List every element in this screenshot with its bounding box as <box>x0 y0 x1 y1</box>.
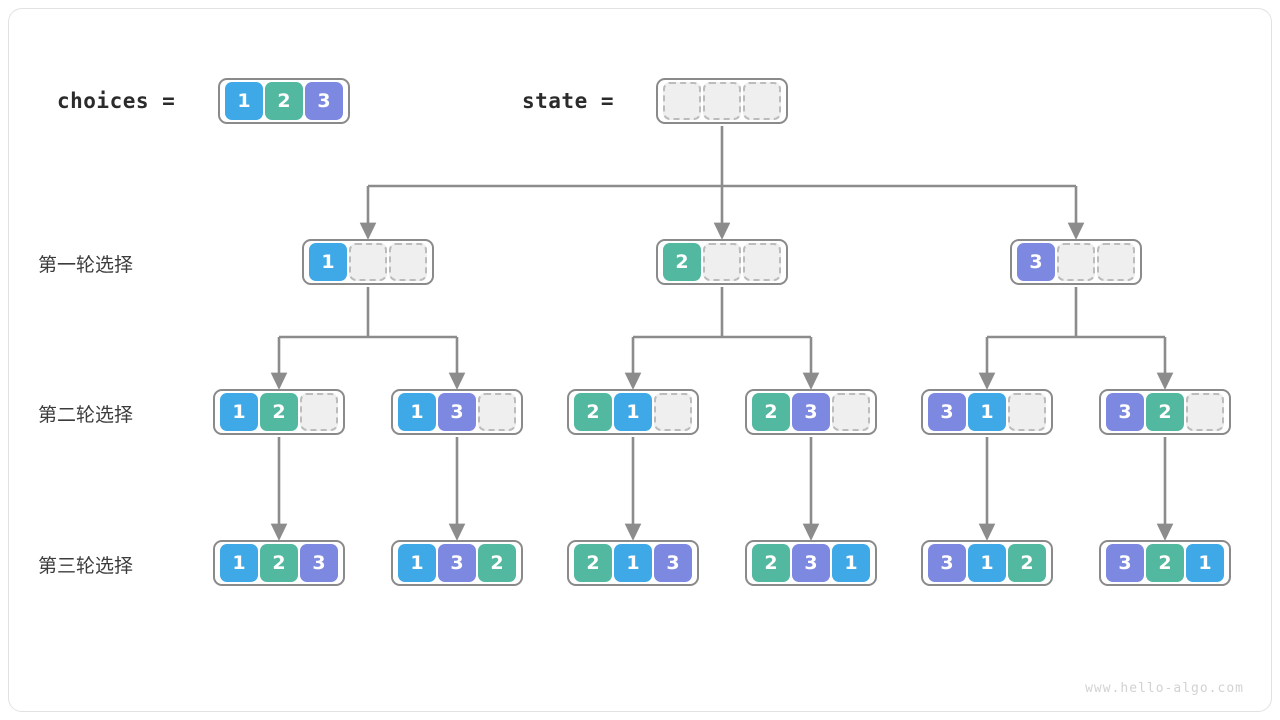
cell-empty <box>478 393 516 431</box>
cell-value-1: 1 <box>832 544 870 582</box>
row-label-round3: 第三轮选择 <box>38 555 134 577</box>
cell-value-3: 3 <box>438 393 476 431</box>
cell-value-3: 3 <box>792 544 830 582</box>
cell-value-2: 2 <box>260 393 298 431</box>
cell-value-2: 2 <box>574 393 612 431</box>
cell-empty <box>743 243 781 281</box>
cell-value-3: 3 <box>928 393 966 431</box>
cell-value-1: 1 <box>309 243 347 281</box>
node-3: 3 <box>1010 239 1142 285</box>
cell-empty <box>654 393 692 431</box>
cell-value-2: 2 <box>265 82 303 120</box>
cell-value-3: 3 <box>1106 393 1144 431</box>
cell-empty <box>703 243 741 281</box>
cell-value-3: 3 <box>928 544 966 582</box>
cell-value-1: 1 <box>220 544 258 582</box>
cell-value-1: 1 <box>614 393 652 431</box>
cell-value-2: 2 <box>574 544 612 582</box>
cell-empty <box>832 393 870 431</box>
cell-value-2: 2 <box>663 243 701 281</box>
cell-value-2: 2 <box>1008 544 1046 582</box>
cell-value-2: 2 <box>752 544 790 582</box>
cell-empty <box>743 82 781 120</box>
cell-value-3: 3 <box>438 544 476 582</box>
cell-empty <box>389 243 427 281</box>
cell-value-3: 3 <box>1017 243 1055 281</box>
cell-value-3: 3 <box>654 544 692 582</box>
cell-value-3: 3 <box>1106 544 1144 582</box>
cell-value-1: 1 <box>398 393 436 431</box>
cell-empty <box>300 393 338 431</box>
cell-value-3: 3 <box>300 544 338 582</box>
cell-value-2: 2 <box>1146 544 1184 582</box>
cell-value-1: 1 <box>220 393 258 431</box>
node-2: 2 <box>656 239 788 285</box>
cell-value-3: 3 <box>305 82 343 120</box>
row-label-round1: 第一轮选择 <box>38 254 134 276</box>
watermark: www.hello-algo.com <box>1085 681 1244 696</box>
cell-value-1: 1 <box>398 544 436 582</box>
cell-empty <box>703 82 741 120</box>
row-label-round2: 第二轮选择 <box>38 404 134 426</box>
choices-label: choices = <box>57 89 176 113</box>
cell-value-2: 2 <box>478 544 516 582</box>
cell-value-3: 3 <box>792 393 830 431</box>
cell-value-2: 2 <box>1146 393 1184 431</box>
cell-empty <box>349 243 387 281</box>
cell-empty <box>663 82 701 120</box>
cell-value-2: 2 <box>260 544 298 582</box>
cell-value-1: 1 <box>968 393 1006 431</box>
cell-value-1: 1 <box>614 544 652 582</box>
cell-value-1: 1 <box>1186 544 1224 582</box>
diagram-frame <box>8 8 1272 712</box>
cell-empty <box>1008 393 1046 431</box>
state-label: state = <box>522 89 615 113</box>
state-array <box>656 78 788 124</box>
cell-empty <box>1057 243 1095 281</box>
cell-empty <box>1186 393 1224 431</box>
cell-value-2: 2 <box>752 393 790 431</box>
cell-value-1: 1 <box>225 82 263 120</box>
cell-empty <box>1097 243 1135 281</box>
cell-value-1: 1 <box>968 544 1006 582</box>
node-1: 1 <box>302 239 434 285</box>
